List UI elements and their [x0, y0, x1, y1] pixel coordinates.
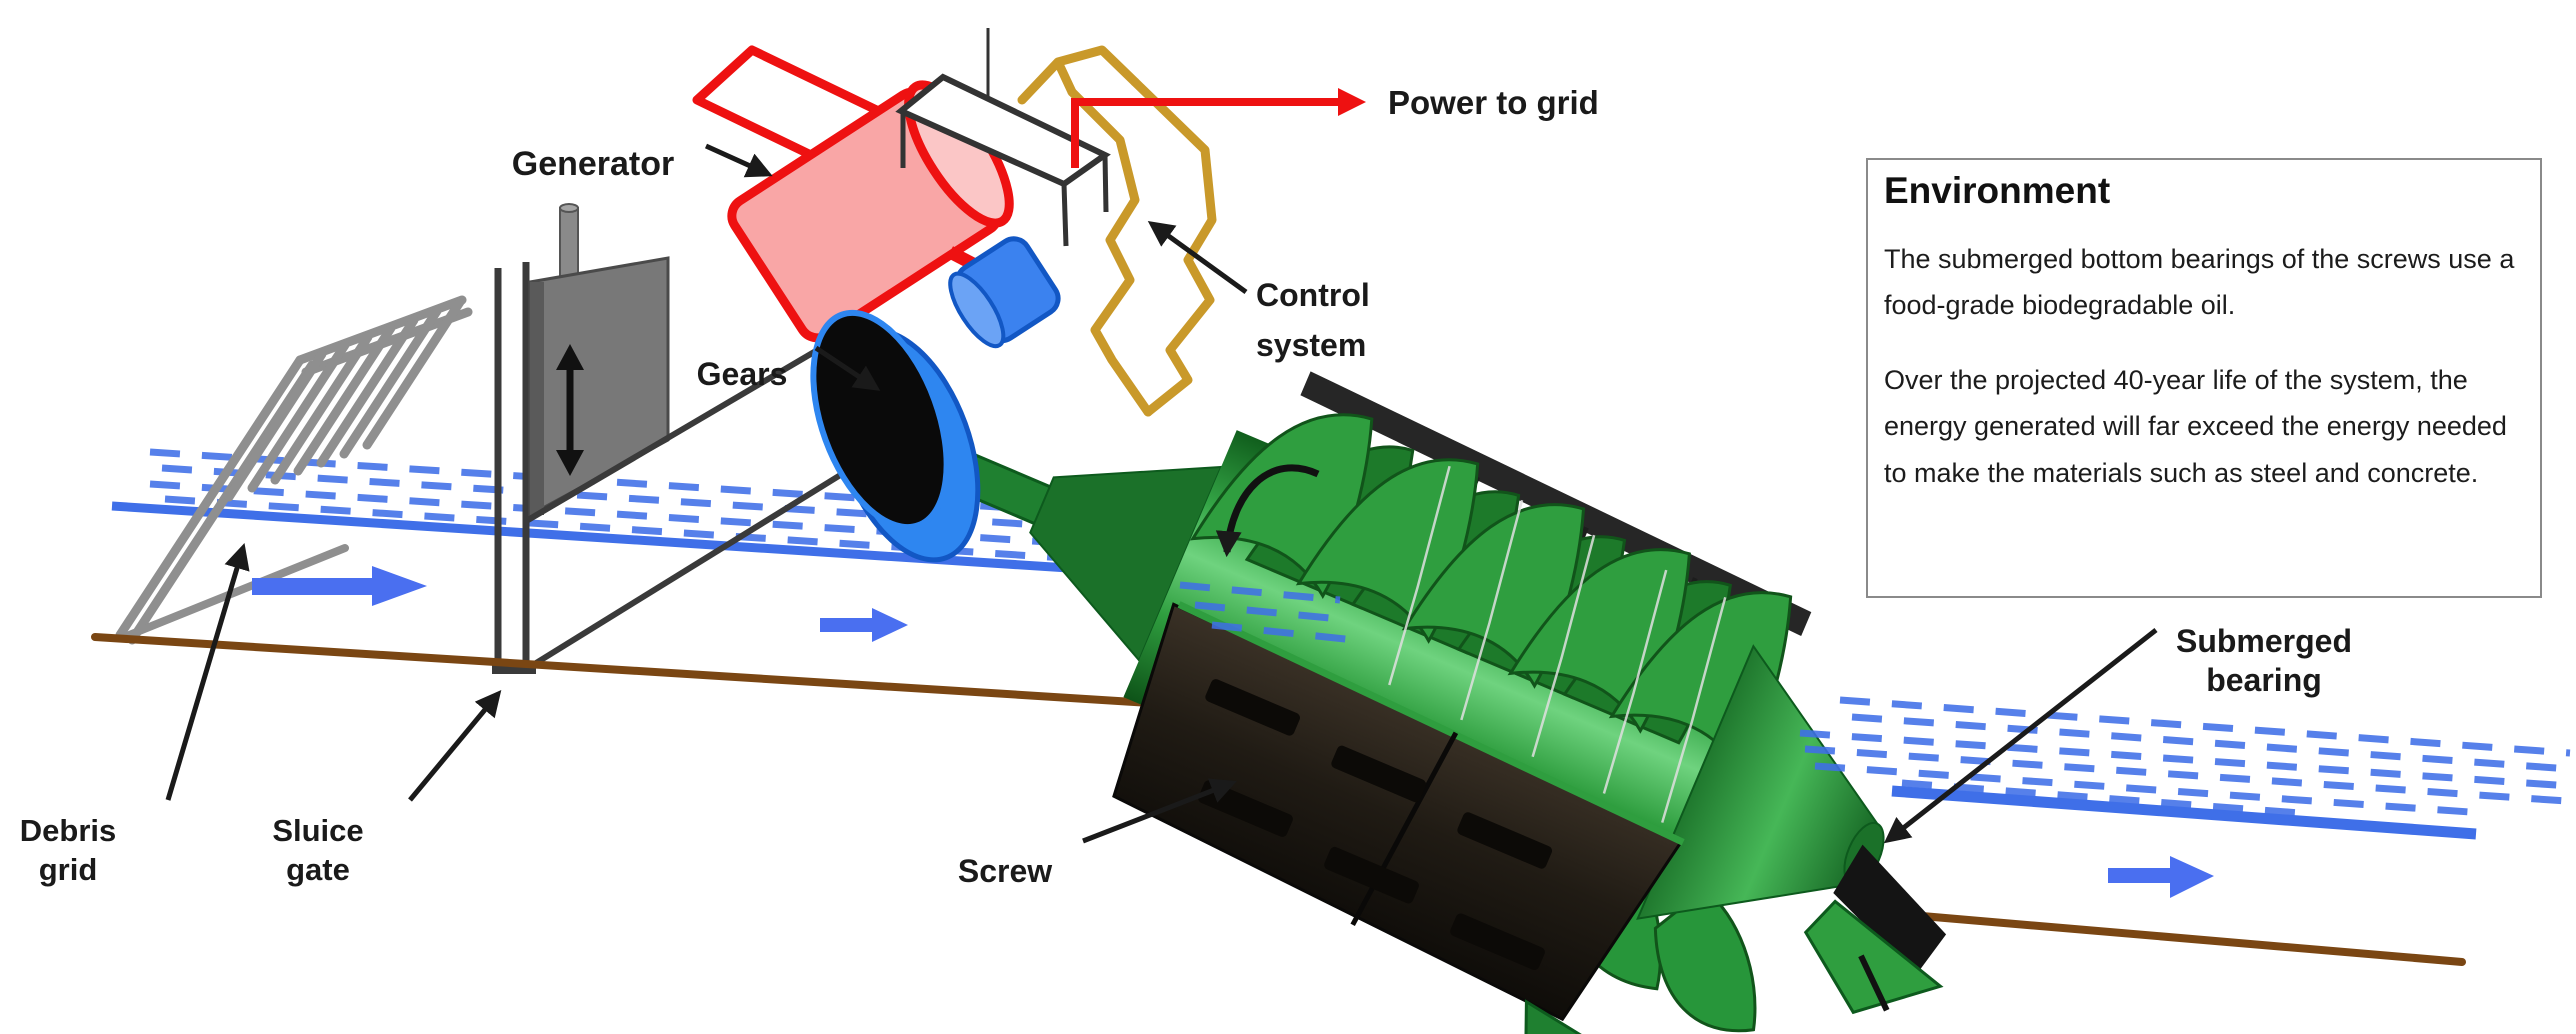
control-system-label-line1: Control: [1256, 277, 1370, 313]
flow-arrow-icon: [2108, 856, 2214, 898]
downstream-water: [1799, 696, 2571, 840]
gear-disc: [810, 309, 981, 563]
gears-arrow: [814, 345, 881, 391]
water-dash-row: [1814, 762, 2471, 816]
control-box-leg: [1061, 183, 1069, 247]
trough-seam: [1350, 731, 1459, 926]
power-line: [1071, 88, 1366, 168]
environment-paragraph: The submerged bottom bearings of the scr…: [1884, 244, 2515, 321]
screw-assembly: [949, 371, 1947, 1034]
gears-label: Gears: [697, 356, 788, 392]
sluice-gate-strut: [526, 471, 844, 671]
screw-flight-lower: [1653, 887, 1757, 1033]
environment-title: Environment: [1884, 170, 2111, 211]
debris-grid-bar: [224, 349, 327, 502]
control-box-leg: [1102, 154, 1109, 213]
water-dash-row: [1804, 745, 2567, 805]
sluice-gate-label-line2: gate: [286, 852, 350, 887]
flow-arrow-icon: [820, 608, 908, 642]
sluice-gate: [492, 203, 844, 674]
control-system-gold-outline: [1017, 45, 1217, 417]
water-dash-row: [1851, 713, 2571, 773]
screw-label: Screw: [958, 853, 1052, 889]
rotation-arrow-icon: [1215, 464, 1320, 558]
debris-grid-bar: [339, 306, 442, 459]
control-system-box: [895, 73, 1111, 247]
bearing-base-fin: [1803, 899, 1944, 1015]
sluice-gate-lift-pipe-top: [559, 203, 579, 213]
debris-grid-label-line1: Debris: [20, 813, 116, 848]
screw-chains: [1388, 465, 1727, 823]
power-arrowhead-icon: [1338, 88, 1366, 116]
trough-green-rim: [1177, 601, 1685, 846]
trough-tip-fin: [1523, 999, 1598, 1034]
screw-trough: [1112, 601, 1685, 1034]
water-dash-row: [161, 464, 1456, 556]
flow-arrow-icon: [252, 566, 427, 606]
sluice-gate-strut: [526, 335, 840, 523]
debris-grid-left-rail: [115, 355, 305, 640]
debris-grid: [115, 295, 473, 645]
environment-info-box: Environment The submerged bottom bearing…: [1866, 158, 2542, 598]
upstream-bed-line: [91, 633, 1234, 712]
downstream-water-surface-line: [1891, 785, 2477, 840]
water-dash-row: [1901, 779, 2301, 817]
flow-arrows: [252, 566, 2214, 898]
screw-arrow: [1082, 778, 1237, 844]
gold-plate-edge: [1130, 77, 1217, 417]
bearing-strut: [1858, 954, 1890, 1012]
sluice-arrow: [408, 689, 502, 802]
downstream-bed-line: [1871, 908, 2466, 966]
debris-grid-bar: [270, 332, 373, 485]
water-dash-row: [1839, 696, 2571, 757]
control-arrow: [1147, 220, 1248, 295]
power-to-grid-label: Power to grid: [1388, 84, 1599, 121]
debris-grid-bar: [316, 315, 419, 468]
generator-arrow: [704, 143, 773, 178]
submerged-bearing-label-line2: bearing: [2206, 662, 2322, 698]
gate-up-down-arrow-icon: [556, 344, 584, 476]
water-over-screw: [1179, 581, 1356, 644]
water-dash-row: [1799, 729, 2571, 790]
debris-grid-support-strut: [118, 544, 349, 642]
upstream-water-surface-line: [111, 501, 1177, 580]
bearing-arrow: [1883, 628, 2158, 844]
control-system-label-line2: system: [1256, 327, 1366, 363]
sluice-gate-foot: [492, 664, 536, 674]
gear-small-cylinder: [948, 236, 1061, 349]
environment-paragraph: Over the projected 40-year life of the s…: [1884, 364, 2507, 488]
debris-grid-bar: [293, 323, 396, 476]
debris-arrow: [165, 543, 250, 801]
sluice-gate-panel-edge: [530, 282, 544, 515]
submerged-bearing-label-line1: Submerged: [2176, 623, 2352, 659]
label-arrows: [165, 143, 2158, 844]
gold-plate-edge: [1067, 87, 1153, 417]
submerged-bearing-mount: [1803, 844, 1947, 1015]
sluice-gate-label-line1: Sluice: [272, 813, 363, 848]
gold-chevron: [1017, 45, 1140, 105]
bearing-block: [1833, 844, 1947, 976]
generator-label: Generator: [512, 145, 675, 183]
debris-grid-bar: [362, 297, 465, 450]
debris-grid-label-line2: grid: [39, 852, 98, 887]
water-dash-row: [149, 480, 1451, 572]
debris-grid-bar: [247, 340, 350, 493]
